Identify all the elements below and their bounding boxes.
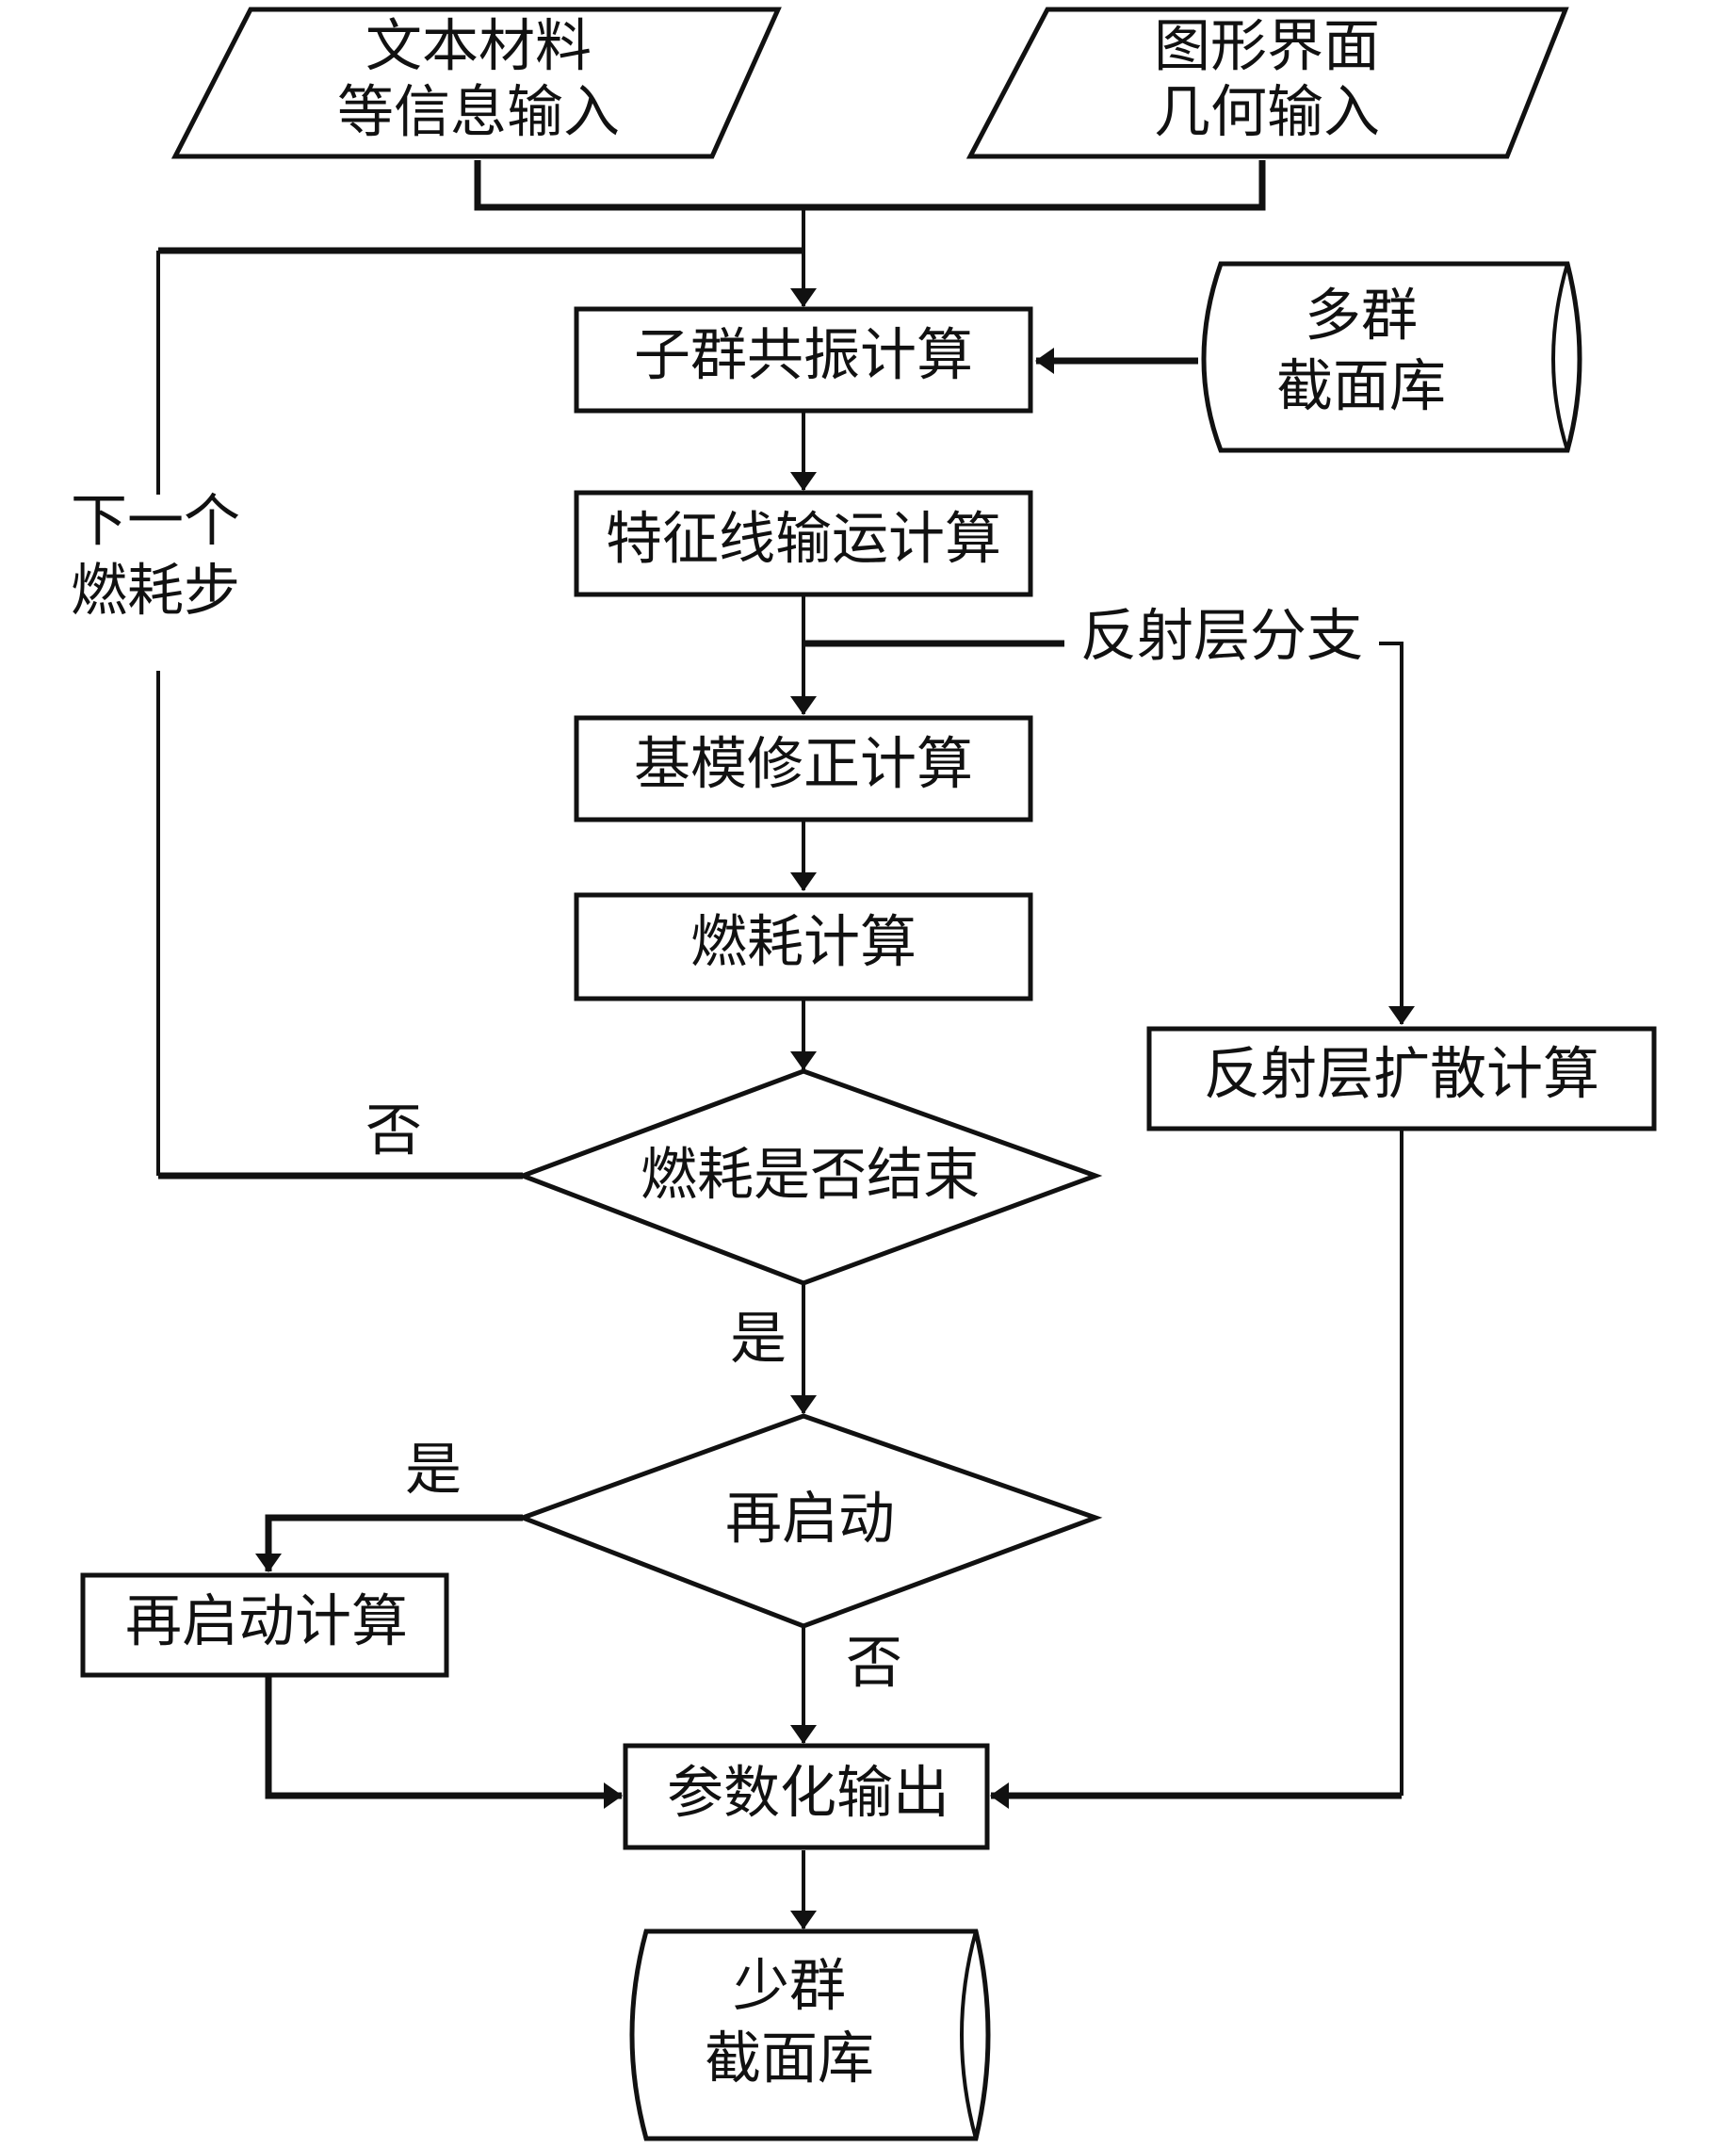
node-fewgroup-lib-line1: 少群 xyxy=(733,1954,846,2020)
arrow-restartcalc-to-output xyxy=(265,1677,623,1809)
label-reflector-branch: 反射层分支 xyxy=(1080,604,1363,670)
node-burnup-end-label: 燃耗是否结束 xyxy=(641,1143,980,1209)
node-multigroup-lib-line1: 多群 xyxy=(1305,284,1418,350)
node-fundamental-label: 基模修正计算 xyxy=(634,732,973,798)
node-subgroup: 子群共振计算 xyxy=(574,306,1033,414)
label-burnup-yes: 是 xyxy=(730,1307,787,1373)
node-input-text-line1: 文本材料 xyxy=(365,14,592,80)
label-restart-no: 否 xyxy=(846,1631,902,1697)
node-reflector-diffusion: 反射层扩散计算 xyxy=(1146,1026,1657,1131)
arrow-to-reflector xyxy=(1379,642,1415,1025)
node-restart: 再启动 xyxy=(515,1413,1103,1629)
node-input-gui: 图形界面 几何输入 xyxy=(965,7,1569,159)
node-restart-calc: 再启动计算 xyxy=(80,1572,449,1678)
label-burnup-no: 否 xyxy=(365,1098,422,1164)
node-restart-label: 再启动 xyxy=(725,1487,895,1553)
arrow-to-restart-calc xyxy=(255,1514,523,1572)
node-input-gui-line2: 几何输入 xyxy=(1154,80,1380,146)
label-restart-yes: 是 xyxy=(405,1438,462,1504)
node-reflector-diffusion-label: 反射层扩散计算 xyxy=(1204,1042,1599,1108)
node-fewgroup-lib-line2: 截面库 xyxy=(705,2026,874,2092)
node-burnup-end: 燃耗是否结束 xyxy=(515,1068,1103,1286)
node-restart-calc-label: 再启动计算 xyxy=(125,1589,408,1655)
node-param-output: 参数化输出 xyxy=(623,1743,990,1850)
label-next-step-line2: 燃耗步 xyxy=(71,559,240,625)
node-multigroup-lib-line2: 截面库 xyxy=(1276,354,1446,420)
node-input-gui-line1: 图形界面 xyxy=(1154,14,1380,80)
node-burnup-label: 燃耗计算 xyxy=(690,910,917,976)
node-fewgroup-lib: 少群 截面库 xyxy=(629,1928,991,2141)
node-moc-label: 特征线输运计算 xyxy=(606,507,1001,573)
label-next-step-line1: 下一个 xyxy=(71,489,240,555)
node-subgroup-label: 子群共振计算 xyxy=(634,323,973,389)
node-param-output-label: 参数化输出 xyxy=(667,1761,949,1827)
node-fundamental: 基模修正计算 xyxy=(574,715,1033,822)
node-multigroup-lib: 多群 截面库 xyxy=(1201,261,1582,453)
node-moc: 特征线输运计算 xyxy=(574,490,1033,597)
node-input-text: 文本材料 等信息输入 xyxy=(170,7,782,159)
node-burnup: 燃耗计算 xyxy=(574,892,1033,1001)
connectors xyxy=(156,160,1415,1929)
input-merge-line xyxy=(474,160,1266,211)
node-input-text-line2: 等信息输入 xyxy=(337,80,620,146)
